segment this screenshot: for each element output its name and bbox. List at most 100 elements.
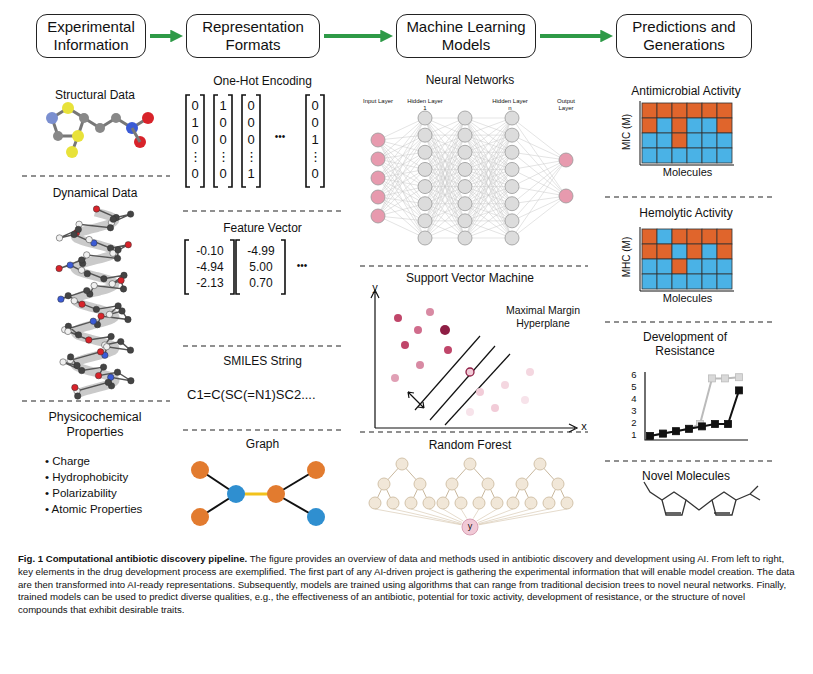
text-label: Feature Vector bbox=[185, 221, 340, 235]
neural-network bbox=[371, 171, 385, 185]
random-forest bbox=[375, 509, 461, 525]
random-forest bbox=[414, 478, 426, 490]
heatmap bbox=[657, 148, 672, 163]
heatmap bbox=[642, 229, 657, 244]
structure-molecule bbox=[132, 128, 140, 142]
text-label: Dynamical Data bbox=[30, 186, 160, 200]
heatmap bbox=[687, 118, 702, 133]
resistance-chart bbox=[725, 421, 732, 428]
neural-network bbox=[418, 214, 432, 228]
text-label: 0 0 0 ⋮ 1 bbox=[245, 97, 257, 182]
random-forest bbox=[396, 458, 408, 470]
text-label: Graph bbox=[185, 437, 340, 451]
neural-network bbox=[458, 145, 472, 159]
random-forest bbox=[473, 497, 485, 509]
text-label: Input Layer bbox=[362, 98, 394, 105]
text-label: Molecules bbox=[635, 292, 740, 305]
peptide-structure bbox=[56, 206, 134, 399]
random-forest bbox=[443, 509, 463, 521]
neural-network bbox=[512, 152, 566, 196]
svm-plot bbox=[491, 404, 499, 412]
text-label: Structural Data bbox=[30, 88, 160, 102]
heatmap bbox=[640, 101, 734, 291]
structure-molecule bbox=[46, 102, 154, 158]
text-label: • Hydrophobicity bbox=[45, 471, 175, 485]
heatmap bbox=[702, 133, 717, 148]
text-label: 5 bbox=[628, 381, 640, 392]
text-label: One-Hot Encoding bbox=[185, 74, 340, 88]
neural-network bbox=[465, 118, 512, 135]
peptide-structure bbox=[118, 338, 124, 344]
neural-network bbox=[559, 153, 573, 167]
neural-network bbox=[378, 118, 425, 216]
graph-figure bbox=[267, 485, 285, 503]
matrix-bracket bbox=[214, 95, 232, 187]
peptide-structure bbox=[83, 252, 89, 258]
heatmap bbox=[702, 148, 717, 163]
text-label: y bbox=[369, 281, 381, 294]
resistance-chart bbox=[712, 421, 719, 428]
neural-network bbox=[505, 231, 519, 245]
neural-network bbox=[458, 231, 472, 245]
neural-network bbox=[512, 160, 566, 221]
neural-network bbox=[465, 152, 512, 238]
heatmap bbox=[657, 259, 672, 274]
random-forest bbox=[423, 497, 435, 509]
text-label: Antimicrobial Activity bbox=[608, 84, 764, 98]
peptide-structure bbox=[97, 349, 103, 355]
peptide-structure bbox=[108, 333, 114, 339]
svm-plot bbox=[394, 314, 402, 322]
heatmap bbox=[717, 244, 732, 259]
text-label: SMILES String bbox=[185, 354, 340, 368]
resistance-chart bbox=[660, 430, 667, 437]
svm-plot bbox=[501, 381, 509, 389]
neural-network bbox=[371, 152, 385, 166]
heatmap bbox=[672, 229, 687, 244]
neural-network bbox=[512, 160, 566, 187]
text-label: Hidden Layer n bbox=[490, 98, 530, 112]
neural-network bbox=[512, 187, 566, 196]
random-forest bbox=[461, 509, 467, 519]
caption-title: Fig. 1 Computational antibiotic discover… bbox=[18, 553, 247, 564]
matrix-bracket bbox=[236, 240, 285, 294]
random-forest bbox=[378, 478, 390, 490]
random-forest bbox=[464, 458, 476, 470]
heatmap bbox=[642, 274, 657, 289]
text-label: Hidden Layer 1 bbox=[405, 98, 445, 112]
heatmap bbox=[657, 274, 672, 289]
neural-network bbox=[378, 152, 425, 216]
figure-caption: Fig. 1 Computational antibiotic discover… bbox=[18, 553, 796, 617]
neural-network bbox=[505, 128, 519, 142]
structure-molecule bbox=[79, 113, 89, 123]
text-label: 4 bbox=[628, 393, 640, 404]
peptide-structure bbox=[71, 298, 77, 304]
text-label: • Atomic Properties bbox=[45, 503, 175, 517]
heatmap bbox=[642, 118, 657, 133]
structure-molecule bbox=[52, 108, 148, 152]
heatmap bbox=[672, 148, 687, 163]
peptide-structure bbox=[107, 225, 113, 231]
heatmap bbox=[702, 259, 717, 274]
column-separator bbox=[22, 176, 772, 461]
structure-molecule bbox=[62, 102, 74, 114]
heatmap bbox=[702, 244, 717, 259]
text-label: Hemolytic Activity bbox=[608, 206, 764, 220]
random-forest bbox=[429, 509, 462, 522]
graph-figure bbox=[307, 508, 325, 526]
neural-network bbox=[465, 118, 512, 204]
random-forest bbox=[516, 478, 528, 490]
heatmap bbox=[657, 118, 672, 133]
text-label: -4.99 5.00 0.70 bbox=[238, 243, 284, 291]
resistance-chart bbox=[673, 428, 680, 435]
svm-plot bbox=[445, 354, 510, 425]
matrix-bracket bbox=[242, 95, 260, 187]
text-label: y bbox=[463, 521, 477, 532]
peptide-structure bbox=[98, 313, 104, 319]
neural-network bbox=[505, 197, 519, 211]
resistance-chart bbox=[660, 430, 667, 437]
novel-molecule bbox=[662, 492, 686, 515]
neural-network bbox=[371, 190, 385, 204]
svm-plot bbox=[466, 408, 474, 416]
column-separator bbox=[605, 460, 772, 461]
